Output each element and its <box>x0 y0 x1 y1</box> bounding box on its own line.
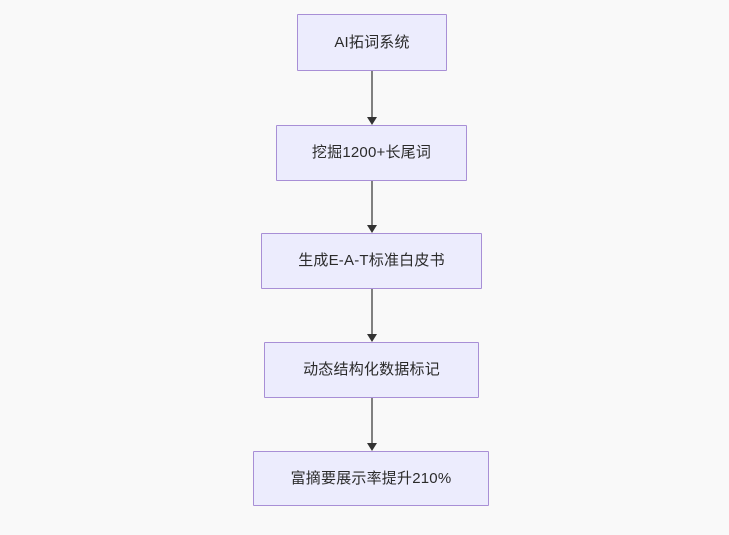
flow-edge-3 <box>366 289 377 342</box>
flow-node-label: AI拓词系统 <box>334 33 410 51</box>
flow-node-2[interactable]: 挖掘1200+长尾词 <box>276 125 467 181</box>
flow-edge-4 <box>366 398 377 451</box>
flow-node-label: 动态结构化数据标记 <box>303 361 440 378</box>
edge-line <box>371 181 373 226</box>
arrowhead-icon <box>366 225 377 233</box>
arrowhead-icon <box>366 334 377 342</box>
flow-node-4[interactable]: 动态结构化数据标记 <box>264 342 479 398</box>
flow-node-label: 富摘要展示率提升210% <box>290 469 452 487</box>
flow-node-5[interactable]: 富摘要展示率提升210% <box>253 451 489 506</box>
arrowhead-icon <box>366 443 377 451</box>
edge-line <box>371 398 373 444</box>
edge-line <box>371 289 373 335</box>
edge-line <box>371 71 373 118</box>
arrowhead-icon <box>366 117 377 125</box>
flow-node-1[interactable]: AI拓词系统 <box>297 14 447 71</box>
flow-node-3[interactable]: 生成E-A-T标准白皮书 <box>261 233 482 289</box>
flow-edge-1 <box>366 71 377 125</box>
flow-node-label: 挖掘1200+长尾词 <box>311 144 432 161</box>
flow-node-label: 生成E-A-T标准白皮书 <box>298 252 445 269</box>
flow-edge-2 <box>366 181 377 233</box>
